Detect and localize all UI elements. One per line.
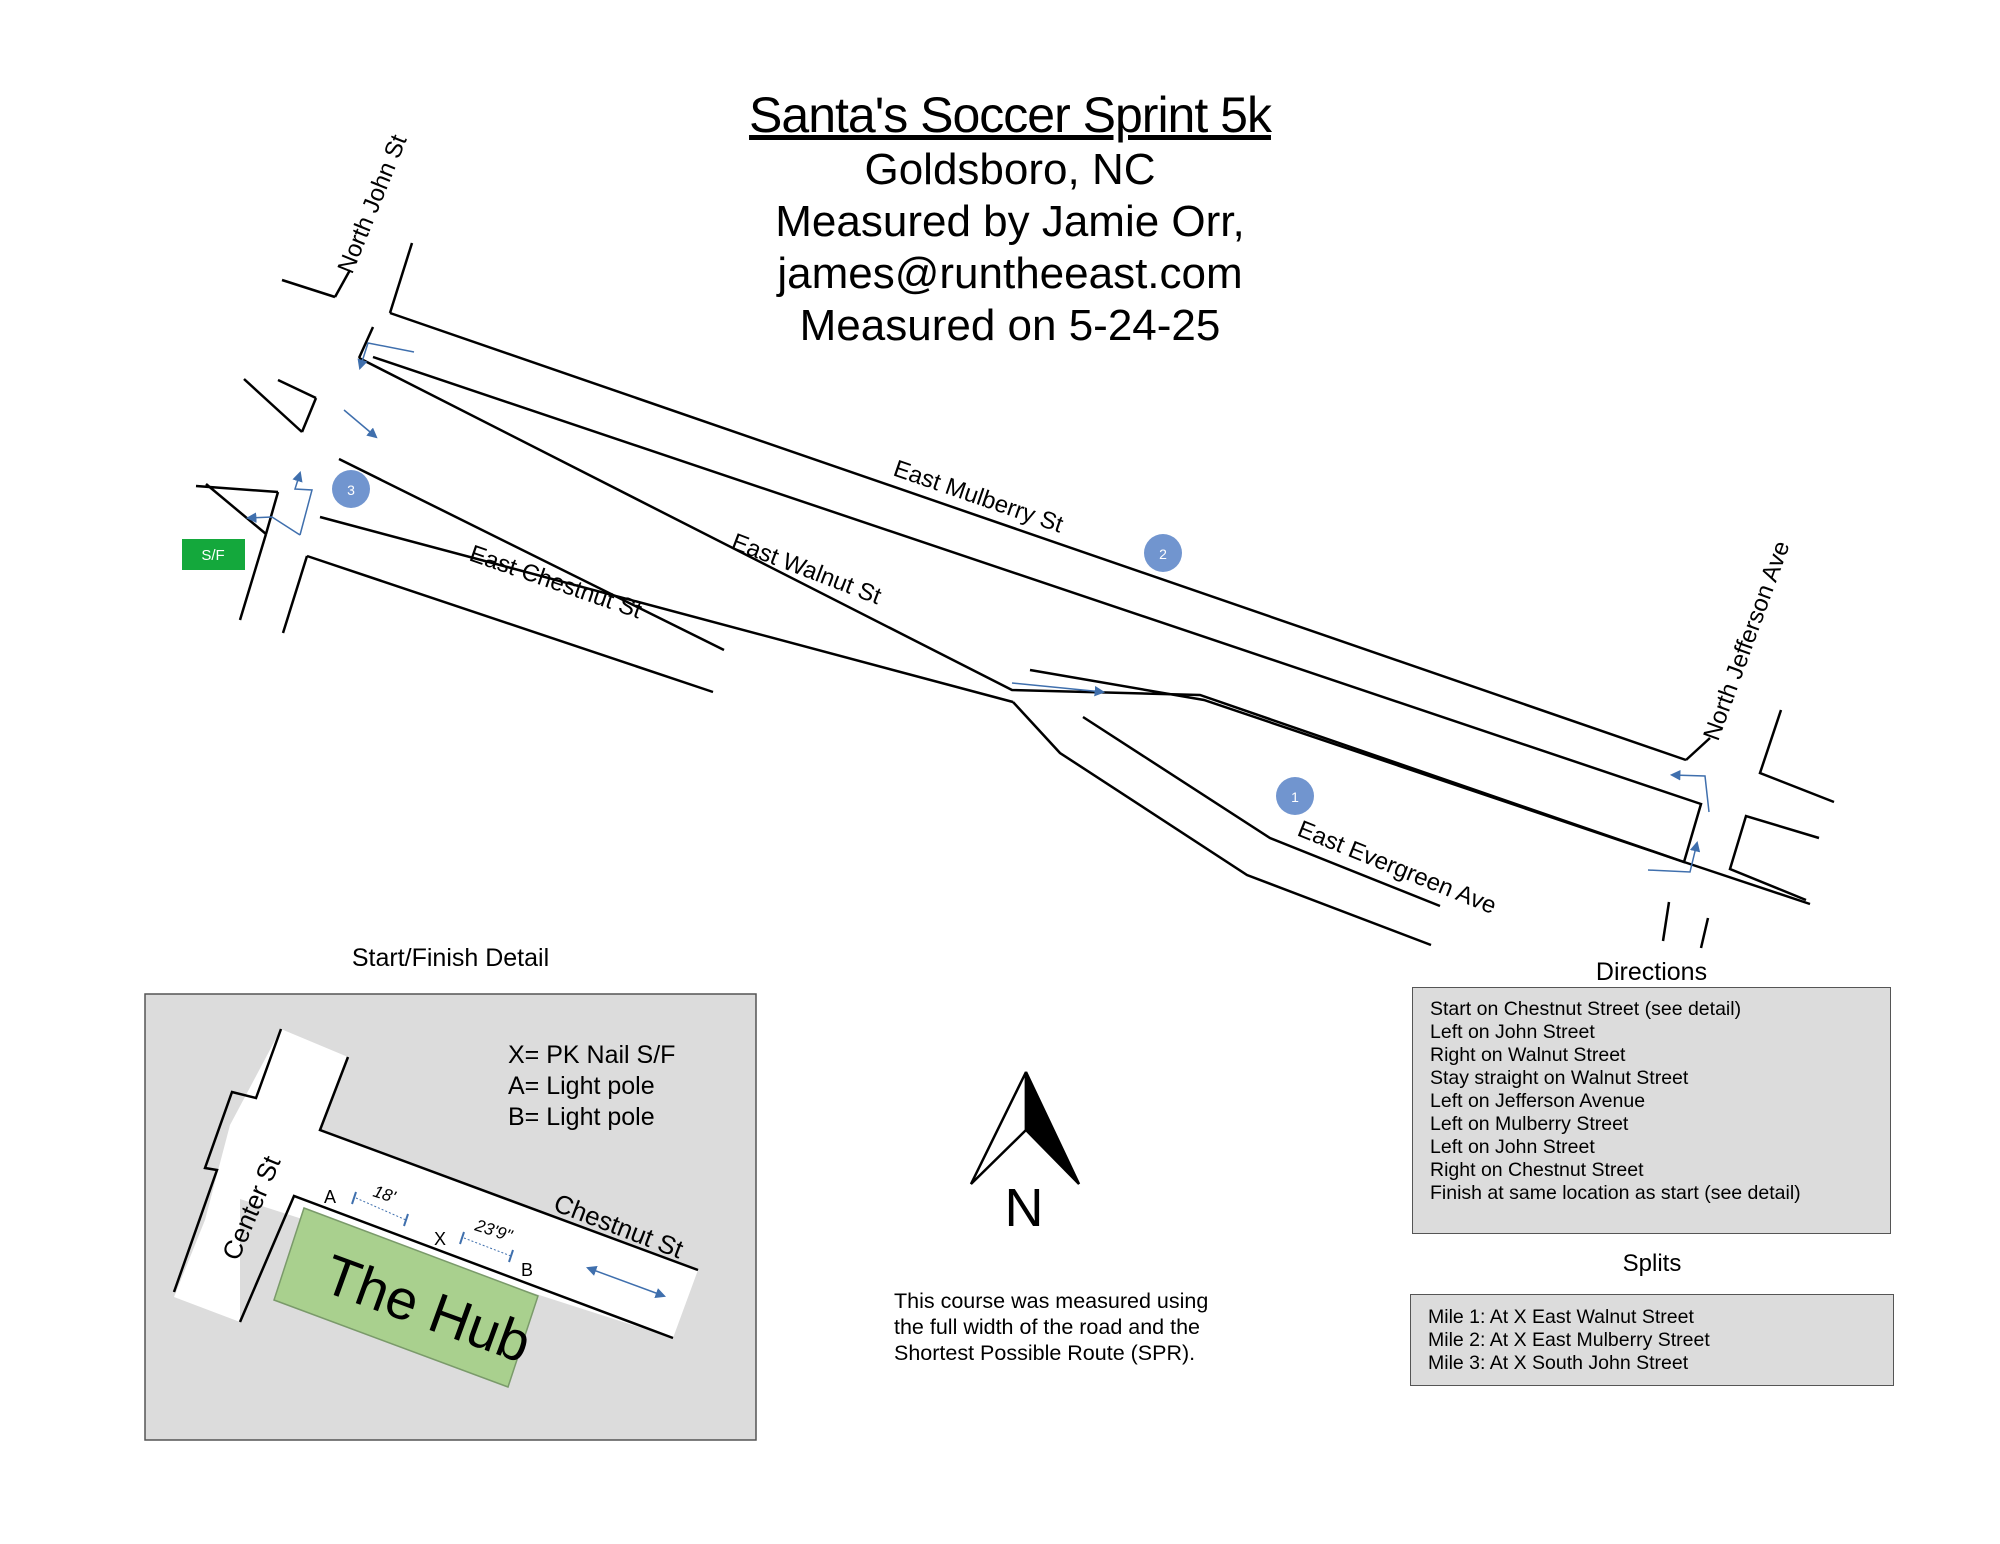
measurer-email: james@runtheeast.com	[777, 249, 1243, 298]
route-arrow	[357, 342, 415, 371]
detail-road-edges	[172, 1028, 699, 1340]
john-st-west-low	[264, 491, 280, 535]
direction-step: Right on Walnut Street	[1430, 1044, 1626, 1066]
north-label: N	[1005, 1178, 1044, 1238]
legend-item: X= PK Nail S/F	[508, 1041, 676, 1069]
route-arrow	[343, 409, 378, 439]
east-mulberry-label: East Mulberry St	[890, 455, 1067, 538]
legend-item: A= Light pole	[508, 1072, 655, 1100]
split-item: Mile 1: At X East Walnut Street	[1428, 1306, 1694, 1328]
directions-panel: Start on Chestnut Street (see detail)Lef…	[1412, 987, 1891, 1234]
detail-legend: X= PK Nail S/F A= Light pole B= Light po…	[508, 1040, 675, 1133]
mulberry-south-edge	[372, 355, 1703, 864]
direction-step: Left on Jefferson Avenue	[1430, 1090, 1646, 1112]
mile-markers: 1 2 3	[332, 470, 1314, 815]
start-finish-label: S/F	[201, 547, 224, 564]
route-arrow	[292, 470, 313, 536]
point-a-label: A	[324, 1187, 336, 1207]
mile-marker-1-label: 1	[1291, 789, 1299, 805]
route-arrow	[1647, 840, 1701, 873]
the-hub-building	[273, 1207, 539, 1388]
detail-double-arrow	[586, 1265, 666, 1299]
directions-title: Directions	[1595, 958, 1708, 986]
direction-step: Left on John Street	[1430, 1136, 1595, 1158]
start-finish-marker: S/F	[182, 539, 245, 570]
direction-step: Finish at same location as start (see de…	[1430, 1182, 1801, 1204]
measure-ticks	[351, 1191, 514, 1263]
east-walnut-label: East Walnut St	[728, 528, 885, 610]
split-item: Mile 3: At X South John Street	[1428, 1352, 1689, 1374]
jefferson-low-w	[1683, 860, 1811, 906]
john-st-bottom-e	[281, 555, 309, 634]
measured-date: Measured on 5-24-25	[799, 301, 1221, 350]
jefferson-low-3	[1699, 917, 1710, 949]
jefferson-west-edge	[1685, 737, 1711, 761]
street-outlines	[195, 242, 1835, 949]
evergreen-west-edge	[1012, 701, 1432, 947]
direction-step: Left on Mulberry Street	[1430, 1113, 1629, 1135]
race-title: Santa's Soccer Sprint 5k	[749, 87, 1272, 143]
split-item: Mile 2: At X East Mulberry Street	[1428, 1329, 1710, 1351]
stub-west-4	[243, 378, 303, 433]
north-arrow: N	[969, 1071, 1081, 1238]
mile-marker-3: 3	[332, 470, 370, 508]
john-st-bottom-w	[238, 533, 268, 621]
john-st-east-mid	[357, 326, 375, 359]
john-st-west-edge	[333, 269, 352, 298]
walnut-south-edge	[319, 515, 1014, 704]
stub-west-5	[195, 484, 279, 494]
evergreen-east-edge	[1082, 715, 1441, 908]
john-st-west-mid	[300, 397, 318, 433]
route-arrow	[1669, 770, 1710, 813]
measurement-note: This course was measured using the full …	[894, 1289, 1209, 1365]
direction-step: Stay straight on Walnut Street	[1430, 1067, 1689, 1089]
measured-by: Measured by Jamie Orr,	[775, 197, 1245, 246]
mile-marker-1: 1	[1276, 777, 1314, 815]
east-chestnut-label: East Chestnut St	[466, 540, 645, 624]
mulberry-north-edge	[389, 311, 1687, 762]
detail-road	[174, 1029, 698, 1338]
jefferson-east-edge	[1758, 709, 1835, 804]
splits-title: Splits	[1622, 1250, 1682, 1277]
jefferson-low-2	[1661, 901, 1671, 942]
stub-west-2	[277, 378, 317, 400]
title-block: Santa's Soccer Sprint 5k Goldsboro, NC M…	[700, 86, 1320, 352]
legend-item: B= Light pole	[508, 1103, 655, 1131]
directions-list: Start on Chestnut Street (see detail)Lef…	[1430, 998, 1890, 1205]
john-st-east-edge	[388, 242, 414, 314]
mile-marker-2: 2	[1144, 534, 1182, 572]
chestnut-north-edge	[338, 457, 725, 652]
route-arrow	[245, 512, 301, 536]
stub-west-1	[281, 278, 336, 299]
direction-step: Start on Chestnut Street (see detail)	[1430, 998, 1742, 1020]
point-x-label: X	[434, 1229, 446, 1249]
north-john-label: North John St	[333, 131, 413, 277]
stub-west-3	[205, 483, 267, 535]
detail-title: Start/Finish Detail	[351, 944, 550, 972]
race-location: Goldsboro, NC	[864, 145, 1156, 194]
direction-step: Right on Chestnut Street	[1430, 1159, 1644, 1181]
jefferson-east-mid	[1728, 814, 1820, 902]
measure-lines	[355, 1197, 512, 1257]
route-arrows	[245, 342, 1710, 873]
mile-marker-3-label: 3	[347, 482, 355, 498]
chestnut-south-edge	[306, 554, 714, 694]
point-b-label: B	[521, 1260, 533, 1280]
detail-map: The Hub Center St Chestnut St A X B 18' …	[144, 993, 757, 1441]
direction-step: Left on John Street	[1430, 1021, 1595, 1043]
walnut-north-edge	[358, 356, 1685, 864]
mile-marker-2-label: 2	[1159, 546, 1167, 562]
route-arrow	[1011, 682, 1106, 697]
